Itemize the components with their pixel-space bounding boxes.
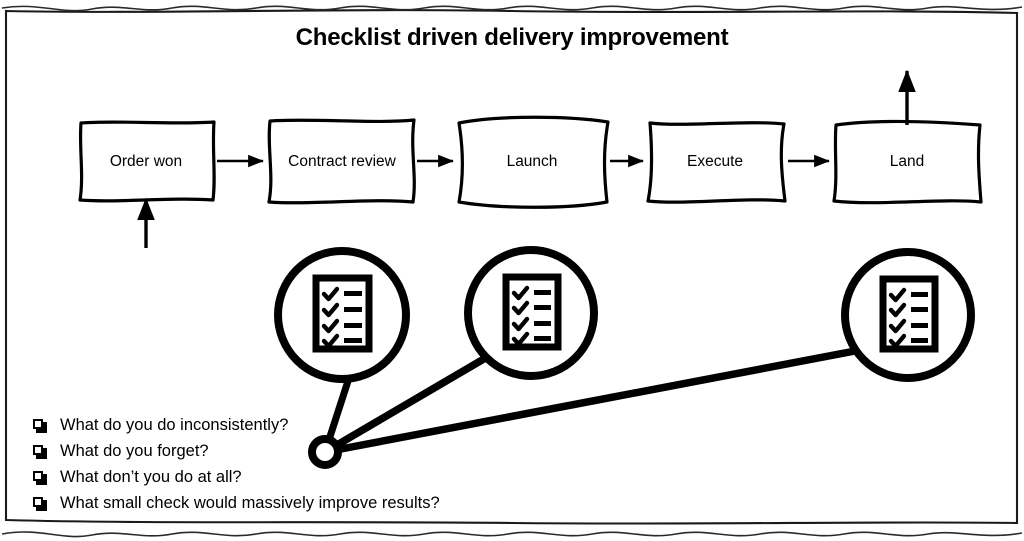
checkpoint-marker-3[interactable] [841, 248, 975, 382]
checklist-icon [879, 275, 939, 353]
process-box-label-contract-review: Contract review [288, 153, 396, 170]
process-box-label-order-won: Order won [109, 153, 183, 170]
flow-connectors [137, 69, 916, 248]
page-title: Checklist driven delivery improvement [295, 24, 729, 51]
process-box-label-execute: Execute [686, 153, 744, 170]
process-box-land[interactable] [832, 119, 983, 205]
checkbox-icon [33, 471, 48, 485]
slide-border [1, 5, 1023, 538]
list-item: What small check would massively improve… [33, 491, 593, 517]
list-item-label: What small check would massively improve… [60, 494, 440, 512]
process-box-execute[interactable] [646, 121, 787, 204]
checkbox-icon [33, 419, 48, 433]
process-box-launch[interactable] [457, 115, 610, 209]
checkbox-icon [33, 445, 48, 459]
list-item-label: What do you forget? [60, 442, 209, 460]
process-box-label-land: Land [889, 153, 925, 170]
leader-line-checkpoint-2 [321, 349, 498, 456]
process-box-order-won[interactable] [78, 120, 216, 203]
list-item: What do you do inconsistently? [33, 413, 593, 439]
list-item-label: What do you do inconsistently? [60, 416, 289, 434]
checkpoint-marker-2[interactable] [464, 246, 598, 380]
list-item: What do you forget? [33, 439, 593, 465]
checklist-icon [312, 274, 373, 353]
callout-hub[interactable] [308, 435, 342, 469]
checkbox-icon [33, 497, 48, 511]
list-item: What don’t you do at all? [33, 465, 593, 491]
checklist-questions: What do you do inconsistently? What do y… [33, 413, 593, 517]
process-box-contract-review[interactable] [267, 118, 416, 205]
checklist-icon [502, 273, 562, 351]
checkpoint-marker-1[interactable] [274, 247, 410, 383]
process-box-label-launch: Launch [506, 153, 558, 170]
leader-line-checkpoint-3 [321, 347, 859, 456]
list-item-label: What don’t you do at all? [60, 468, 242, 486]
